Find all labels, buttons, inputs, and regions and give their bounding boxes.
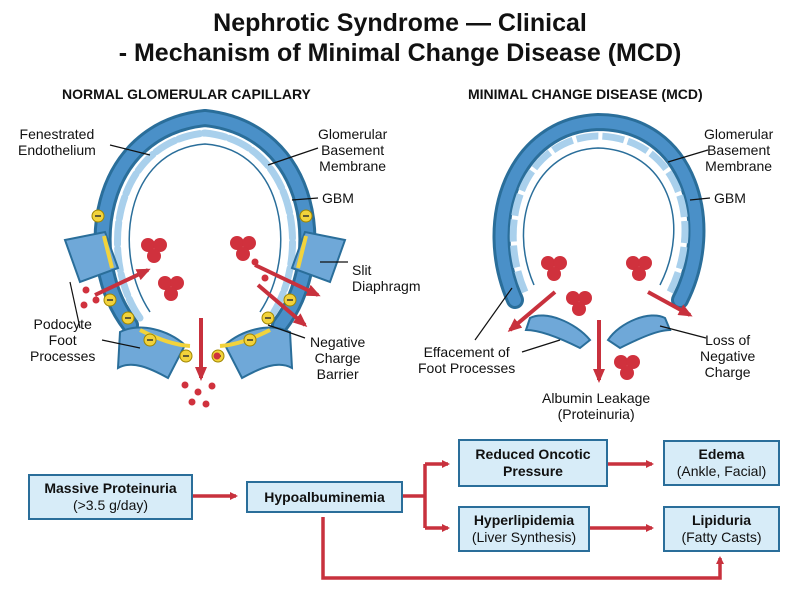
effaced-podocyte-right xyxy=(606,314,672,350)
effaced-podocyte-left xyxy=(524,314,592,350)
box-hypoalbuminemia: Hypoalbuminemia xyxy=(246,481,403,513)
flow-arrow-icon xyxy=(94,268,151,297)
box-edema: Edema(Ankle, Facial) xyxy=(663,440,780,486)
box-hyperlipidemia: Hyperlipidemia(Liver Synthesis) xyxy=(458,506,590,552)
normal-capillary xyxy=(63,108,348,408)
mcd-capillary xyxy=(474,112,711,383)
mcd-label-gbm: GBM xyxy=(714,190,746,206)
mcd-endothelium xyxy=(509,132,689,294)
box-lipiduria: Lipiduria(Fatty Casts) xyxy=(663,506,780,552)
slit-diaphragm xyxy=(102,235,114,269)
label-gbm: GBM xyxy=(322,190,354,206)
normal-panel-heading: NORMAL GLOMERULAR CAPILLARY xyxy=(62,86,311,102)
mcd-albumin-molecules xyxy=(541,256,652,380)
albumin-molecule-icon xyxy=(141,236,256,301)
normal-endothelium xyxy=(113,129,297,322)
mcd-panel-heading: MINIMAL CHANGE DISEASE (MCD) xyxy=(468,86,703,102)
page-title-line2: - Mechanism of Minimal Change Disease (M… xyxy=(118,39,682,67)
flowchart-arrows xyxy=(193,460,724,580)
label-albumin-leakage: Albumin Leakage(Proteinuria) xyxy=(542,390,651,422)
box-massive-proteinuria: Massive Proteinuria(>3.5 g/day) xyxy=(28,474,193,520)
page-title-line1: Nephrotic Syndrome — Clinical xyxy=(213,9,587,37)
